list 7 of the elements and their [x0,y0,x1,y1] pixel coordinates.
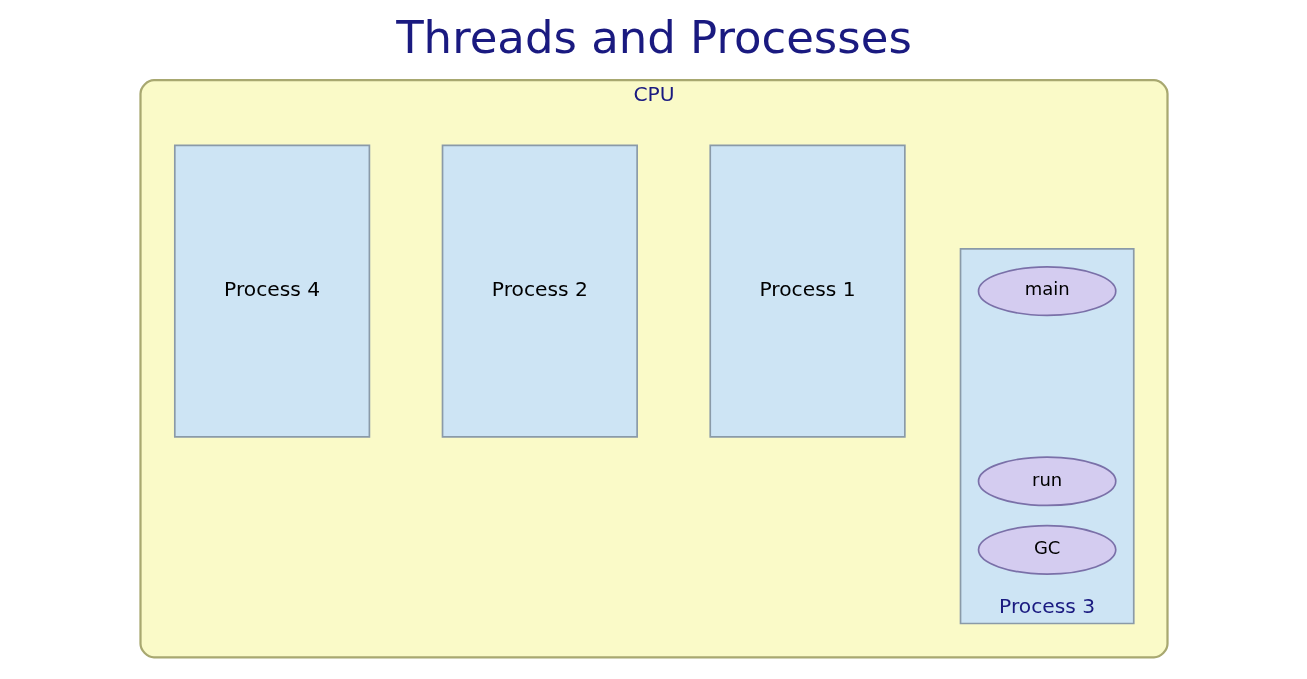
node-ellipse: run [977,456,1117,507]
node-ellipse: GC [977,524,1117,575]
diagram-title: Threads and Processes [395,11,912,65]
node-ellipse: main [977,266,1117,317]
node-box: Process 2 [441,144,638,438]
node-box: Process 4 [173,144,370,438]
node-box: Process 1 [708,144,906,438]
